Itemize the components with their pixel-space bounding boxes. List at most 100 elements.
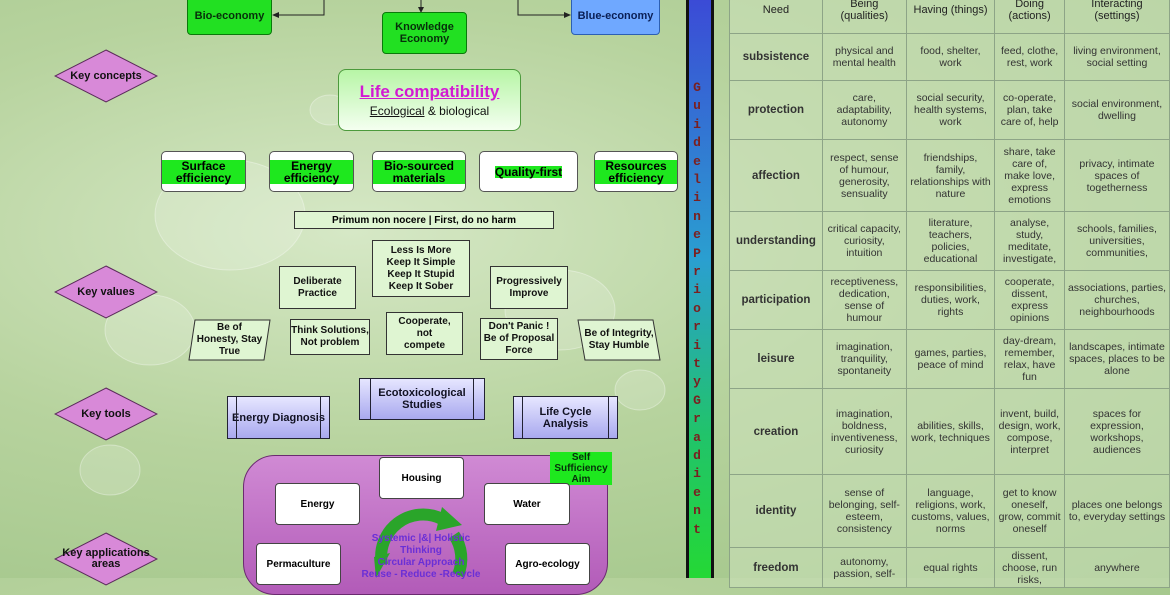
- app-label: Energy: [300, 498, 335, 510]
- table-cell: language, religions, work, customs, valu…: [905, 474, 996, 548]
- tool-label: Energy Diagnosis: [232, 411, 325, 424]
- biological-word: & biological: [424, 104, 490, 118]
- table-cell: spaces for expression, workshops, audien…: [1063, 388, 1170, 475]
- app-label: Housing: [401, 472, 442, 484]
- concept-label: Resources efficiency: [595, 159, 677, 184]
- table-cell: physical and mental health: [821, 33, 907, 81]
- value-label: Less Is More Keep It Simple Keep It Stup…: [386, 244, 456, 292]
- primum-label: Primum non nocere | First, do no harm: [332, 214, 516, 226]
- concept-label: Energy efficiency: [270, 159, 353, 184]
- need-cell: creation: [729, 388, 823, 475]
- table-cell: abilities, skills, work, techniques: [905, 388, 996, 475]
- table-cell: schools, families, universities, communi…: [1063, 211, 1170, 271]
- table-cell: feed, clothe, rest, work: [994, 33, 1065, 81]
- gradient-letter: n: [693, 208, 701, 224]
- life-compatibility-subtitle: Ecological & biological: [370, 104, 489, 118]
- value-think-solutions: Think Solutions, Not problem: [290, 319, 370, 355]
- app-water: Water: [484, 483, 570, 525]
- gradient-letter: l: [693, 172, 701, 187]
- app-energy: Energy: [275, 483, 360, 525]
- table-cell: anywhere: [1063, 547, 1170, 588]
- value-label: Cooperate, not compete: [398, 315, 451, 351]
- gradient-letter: G: [693, 392, 701, 408]
- table-header-row: Need Being (qualities) Having (things) D…: [729, 0, 1170, 34]
- gradient-letter: P: [693, 245, 701, 261]
- gradient-letter: t: [693, 356, 701, 371]
- value-kiss: Less Is More Keep It Simple Keep It Stup…: [372, 240, 470, 297]
- life-compatibility-title: Life compatibility: [359, 82, 500, 101]
- knowledge-economy-box: Knowledge Economy: [382, 12, 467, 54]
- table-cell: sense of belonging, self-esteem, consist…: [821, 474, 907, 548]
- concept-bio-sourced-materials: Bio-sourced materials: [372, 151, 466, 192]
- gradient-letter: r: [693, 411, 701, 427]
- gradient-letter: G: [693, 80, 701, 95]
- concept-surface-efficiency: Surface efficiency: [161, 151, 246, 192]
- table-cell: social environment, dwelling: [1063, 80, 1170, 140]
- value-label: Deliberate Practice: [293, 275, 342, 299]
- tool-label: Ecotoxicological Studies: [378, 387, 466, 411]
- table-cell: analyse, study, meditate, investigate,: [994, 211, 1065, 271]
- value-dont-panic: Don't Panic ! Be of Proposal Force: [480, 318, 558, 360]
- gradient-letter: e: [693, 227, 701, 243]
- table-cell: cooperate, dissent, express opinions: [994, 270, 1065, 330]
- value-honesty-shape: [188, 319, 271, 361]
- gradient-letter: i: [693, 190, 701, 206]
- life-compatibility-box: Life compatibility Ecological & biologic…: [338, 69, 521, 131]
- table-cell: associations, parties, churches, neighbo…: [1063, 270, 1170, 330]
- app-label: Water: [513, 498, 541, 510]
- knowledge-economy-label: Knowledge Economy: [395, 21, 454, 45]
- table-cell: friendships, family, relationships with …: [905, 139, 996, 212]
- table-cell: privacy, intimate spaces of togetherness: [1063, 139, 1170, 212]
- table-cell: critical capacity, curiosity, intuition: [821, 211, 907, 271]
- need-cell: freedom: [729, 547, 823, 588]
- app-permaculture: Permaculture: [256, 543, 341, 585]
- table-cell: get to know oneself, grow, commit onesel…: [994, 474, 1065, 548]
- needs-matrix-table: Need Being (qualities) Having (things) D…: [729, 0, 1170, 588]
- table-cell: responsibilities, duties, work, rights: [905, 270, 996, 330]
- key-concepts-label: Key concepts: [70, 69, 142, 82]
- table-cell: literature, teachers, policies, educatio…: [905, 211, 996, 271]
- concept-label: Surface efficiency: [162, 159, 245, 184]
- gradient-letter: o: [693, 300, 701, 316]
- value-label: Be of Honesty, Stay True: [196, 322, 263, 357]
- gradient-letter: u: [693, 98, 701, 114]
- need-cell: subsistence: [729, 33, 823, 81]
- value-label: Don't Panic ! Be of Proposal Force: [483, 321, 555, 356]
- need-cell: identity: [729, 474, 823, 548]
- value-progressively-improve: Progressively Improve: [490, 266, 568, 309]
- need-cell: understanding: [729, 211, 823, 271]
- bio-economy-box: Bio-economy: [187, 0, 272, 35]
- self-sufficiency-label: Self Sufficiency Aim: [550, 451, 612, 485]
- key-tools-label: Key tools: [81, 407, 131, 420]
- gradient-letter: y: [693, 374, 701, 390]
- key-values-diamond: Key values: [54, 265, 158, 319]
- need-cell: protection: [729, 80, 823, 140]
- tool-energy-diagnosis: Energy Diagnosis: [227, 396, 330, 439]
- gradient-letter: a: [693, 429, 701, 445]
- value-deliberate-practice: Deliberate Practice: [279, 266, 356, 309]
- table-cell: care, adaptability, autonomy: [821, 80, 907, 140]
- key-values-label: Key values: [77, 285, 135, 298]
- value-label: Progressively Improve: [496, 275, 562, 299]
- gradient-letter: r: [693, 264, 701, 279]
- header-being: Being (qualities): [821, 0, 907, 34]
- concept-energy-efficiency: Energy efficiency: [269, 151, 354, 192]
- systemic-text-block: Systemic |&| Holistic Thinking Circular …: [360, 533, 482, 581]
- ecological-word: Ecological: [369, 104, 425, 118]
- gradient-letter: d: [693, 135, 701, 151]
- blue-economy-box: Blue-economy: [571, 0, 660, 35]
- table-cell: social security, health systems, work: [905, 80, 996, 140]
- top-connectors: [272, 0, 571, 18]
- value-integrity-shape: [577, 319, 661, 361]
- tool-ecotoxicological-studies: Ecotoxicological Studies: [359, 378, 485, 420]
- table-cell: receptiveness, dedication, sense of humo…: [821, 270, 907, 330]
- value-label: Be of Integrity, Stay Humble: [584, 328, 654, 351]
- circular-arrows-icon: [374, 507, 468, 578]
- systemic-label: Systemic |&| Holistic Thinking: [371, 533, 471, 556]
- need-cell: participation: [729, 270, 823, 330]
